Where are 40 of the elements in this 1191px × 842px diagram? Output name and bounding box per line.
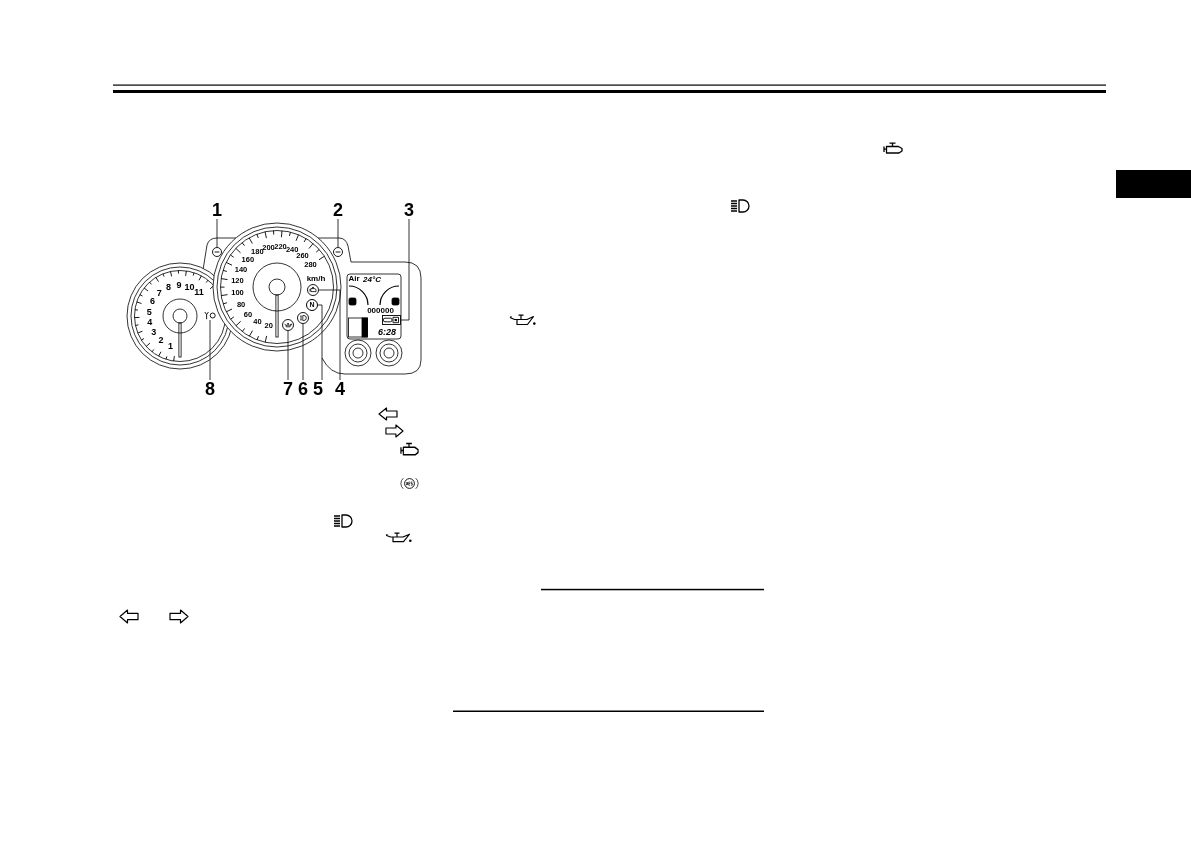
indicator-light-icon	[307, 284, 319, 296]
lcd-readout: 24°C	[363, 275, 381, 284]
screw-icon	[333, 247, 343, 257]
dial-number: 3	[151, 327, 157, 337]
dial-number: 4	[147, 317, 153, 327]
callout-number: 1	[211, 201, 223, 219]
leader-line	[287, 330, 289, 381]
indicator-icon	[382, 315, 401, 325]
callout-number: 2	[332, 201, 344, 219]
indicator-light-icon	[282, 319, 294, 331]
leader-line	[209, 319, 211, 381]
lcd-readout: 6:28	[378, 327, 396, 337]
unit-label: km/h	[306, 274, 326, 283]
dial-number: 2	[158, 335, 164, 345]
leader-line	[317, 304, 323, 381]
callout-number: 7	[282, 380, 294, 398]
indicator-light-icon	[297, 312, 309, 324]
leader-line	[318, 289, 341, 381]
dial-number: 9	[176, 280, 182, 290]
callout-number: 3	[403, 201, 415, 219]
dial-number: 8	[165, 282, 171, 292]
callout-number: 5	[312, 380, 324, 398]
dial-number: 5	[146, 307, 152, 317]
callout-number: 6	[297, 380, 309, 398]
leader-line	[302, 323, 304, 381]
callout-number: 4	[334, 380, 346, 398]
screw-icon	[212, 247, 222, 257]
dial-number: 11	[194, 287, 204, 297]
lcd-readout: Air	[348, 275, 360, 283]
leader-line	[400, 218, 410, 321]
callout-number: 8	[204, 380, 216, 398]
lcd-readout: 000000	[367, 306, 394, 315]
dial-number: 10	[184, 282, 195, 291]
dial-number: 1	[167, 341, 173, 350]
leader-line	[337, 218, 339, 248]
section-tab	[1116, 170, 1191, 198]
dial-number: 6	[150, 296, 156, 306]
leader-line	[216, 218, 218, 248]
indicator-icon	[204, 311, 216, 320]
dial-number: 7	[156, 288, 162, 298]
